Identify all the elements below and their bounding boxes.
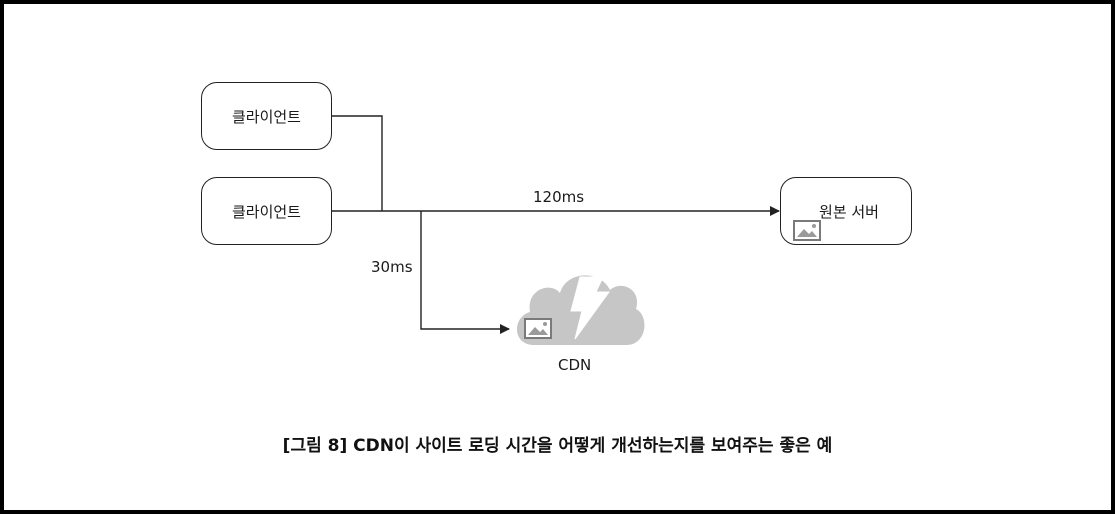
origin-latency-label: 120ms (533, 188, 585, 206)
client-label: 클라이언트 (231, 202, 301, 221)
edge-client-top-junction (332, 115, 383, 211)
image-icon (524, 318, 552, 339)
client-label: 클라이언트 (231, 107, 301, 126)
figure-caption: [그림 8] CDN이 사이트 로딩 시간을 어떻게 개선하는지를 보여주는 좋… (282, 436, 833, 456)
lightning-icon (570, 276, 610, 340)
client-node-bottom: 클라이언트 (201, 177, 332, 245)
origin-server-label: 원본 서버 (819, 202, 879, 221)
cdn-latency-label: 30ms (371, 258, 413, 276)
client-node-top: 클라이언트 (201, 82, 332, 150)
edge-to-cdn (420, 211, 510, 334)
cdn-label: CDN (558, 356, 592, 374)
diagram-canvas: 클라이언트 클라이언트 원본 서버 120ms 30ms CDN [그림 8] … (4, 4, 1111, 510)
image-icon (793, 220, 821, 241)
connector-lines (332, 115, 780, 345)
origin-server-node: 원본 서버 (780, 177, 912, 245)
